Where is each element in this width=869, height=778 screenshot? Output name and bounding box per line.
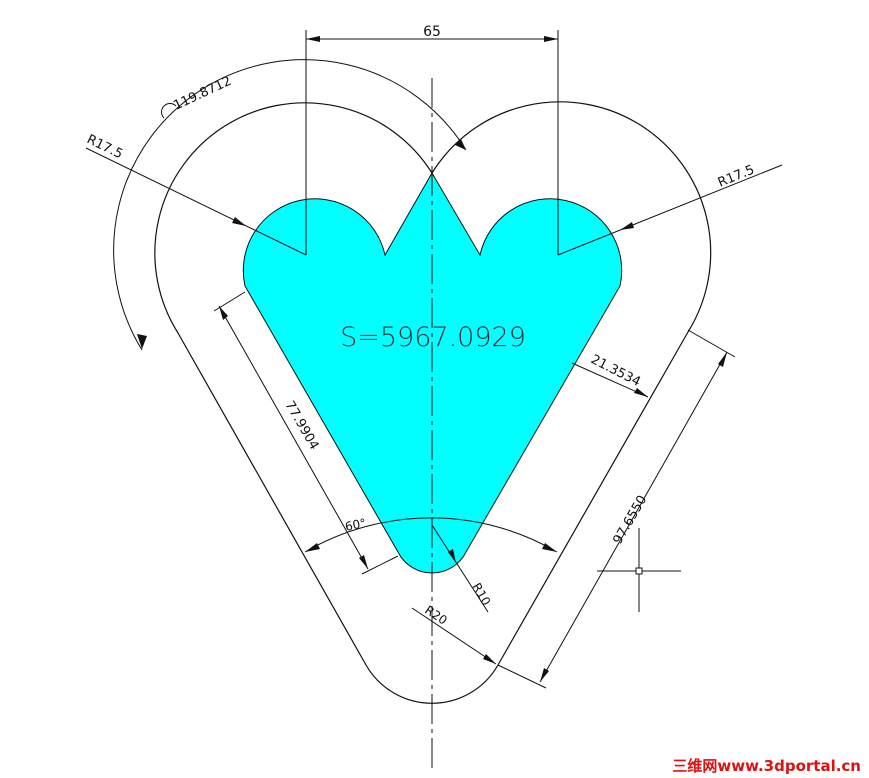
dim-top-width: 65 bbox=[423, 24, 441, 40]
area-label: S=5967.0929 bbox=[340, 322, 526, 353]
dim-angle-arrow-left bbox=[305, 543, 320, 552]
crosshair-cursor-icon bbox=[597, 528, 681, 612]
dim-radius-left-line bbox=[85, 147, 307, 256]
dim-right-ext-bottom bbox=[497, 664, 547, 689]
dim-radius-bottom-outer-line bbox=[411, 607, 497, 665]
outer-contour bbox=[154, 101, 712, 704]
dim-arc-arrow-bottom bbox=[137, 334, 147, 349]
dim-arc-arrow-top bbox=[455, 139, 466, 150]
dim-radius-bottom-outer-arrow bbox=[483, 654, 496, 664]
dim-left-arrow-bottom bbox=[359, 555, 368, 569]
dim-radius-left-arrow bbox=[232, 217, 246, 226]
dim-angle: 60° bbox=[344, 516, 368, 534]
heart-shape bbox=[242, 172, 623, 574]
dim-arc-length-line bbox=[113, 59, 467, 351]
dim-offset-right: 21.3534 bbox=[588, 352, 643, 390]
dim-right-arrow-bottom bbox=[540, 668, 549, 682]
dim-radius-bottom-inner: R10 bbox=[469, 581, 493, 608]
dim-side-right: 97.6550 bbox=[610, 493, 650, 547]
watermark: 三维网www.3dportal.cn bbox=[672, 757, 861, 775]
dim-right-arrow-top bbox=[718, 352, 727, 367]
dim-radius-right: R17.5 bbox=[716, 163, 757, 191]
dim-radius-bottom-inner-arrow bbox=[448, 549, 456, 563]
dim-left-arrow-top bbox=[219, 306, 228, 320]
dim-top-arrow-left bbox=[306, 36, 320, 42]
dim-radius-right-line bbox=[557, 164, 783, 256]
dim-right-ext-top bbox=[687, 329, 736, 358]
arc-symbol-icon bbox=[161, 103, 177, 119]
dim-right-line bbox=[539, 351, 728, 683]
dim-angle-arc bbox=[304, 517, 558, 553]
dim-arc-length: 119.8712 bbox=[171, 74, 234, 114]
dim-radius-right-arrow bbox=[620, 222, 634, 230]
dim-radius-left: R17.5 bbox=[84, 132, 125, 162]
dim-left-line bbox=[218, 305, 369, 570]
dim-angle-arrow-right bbox=[542, 543, 557, 552]
dim-left-ext-top bbox=[213, 291, 246, 312]
dim-offset-arrow-right bbox=[634, 388, 648, 397]
dim-top-arrow-right bbox=[544, 36, 558, 42]
dim-radius-bottom-inner-line bbox=[431, 524, 489, 613]
dim-left-ext-bottom bbox=[361, 555, 399, 575]
